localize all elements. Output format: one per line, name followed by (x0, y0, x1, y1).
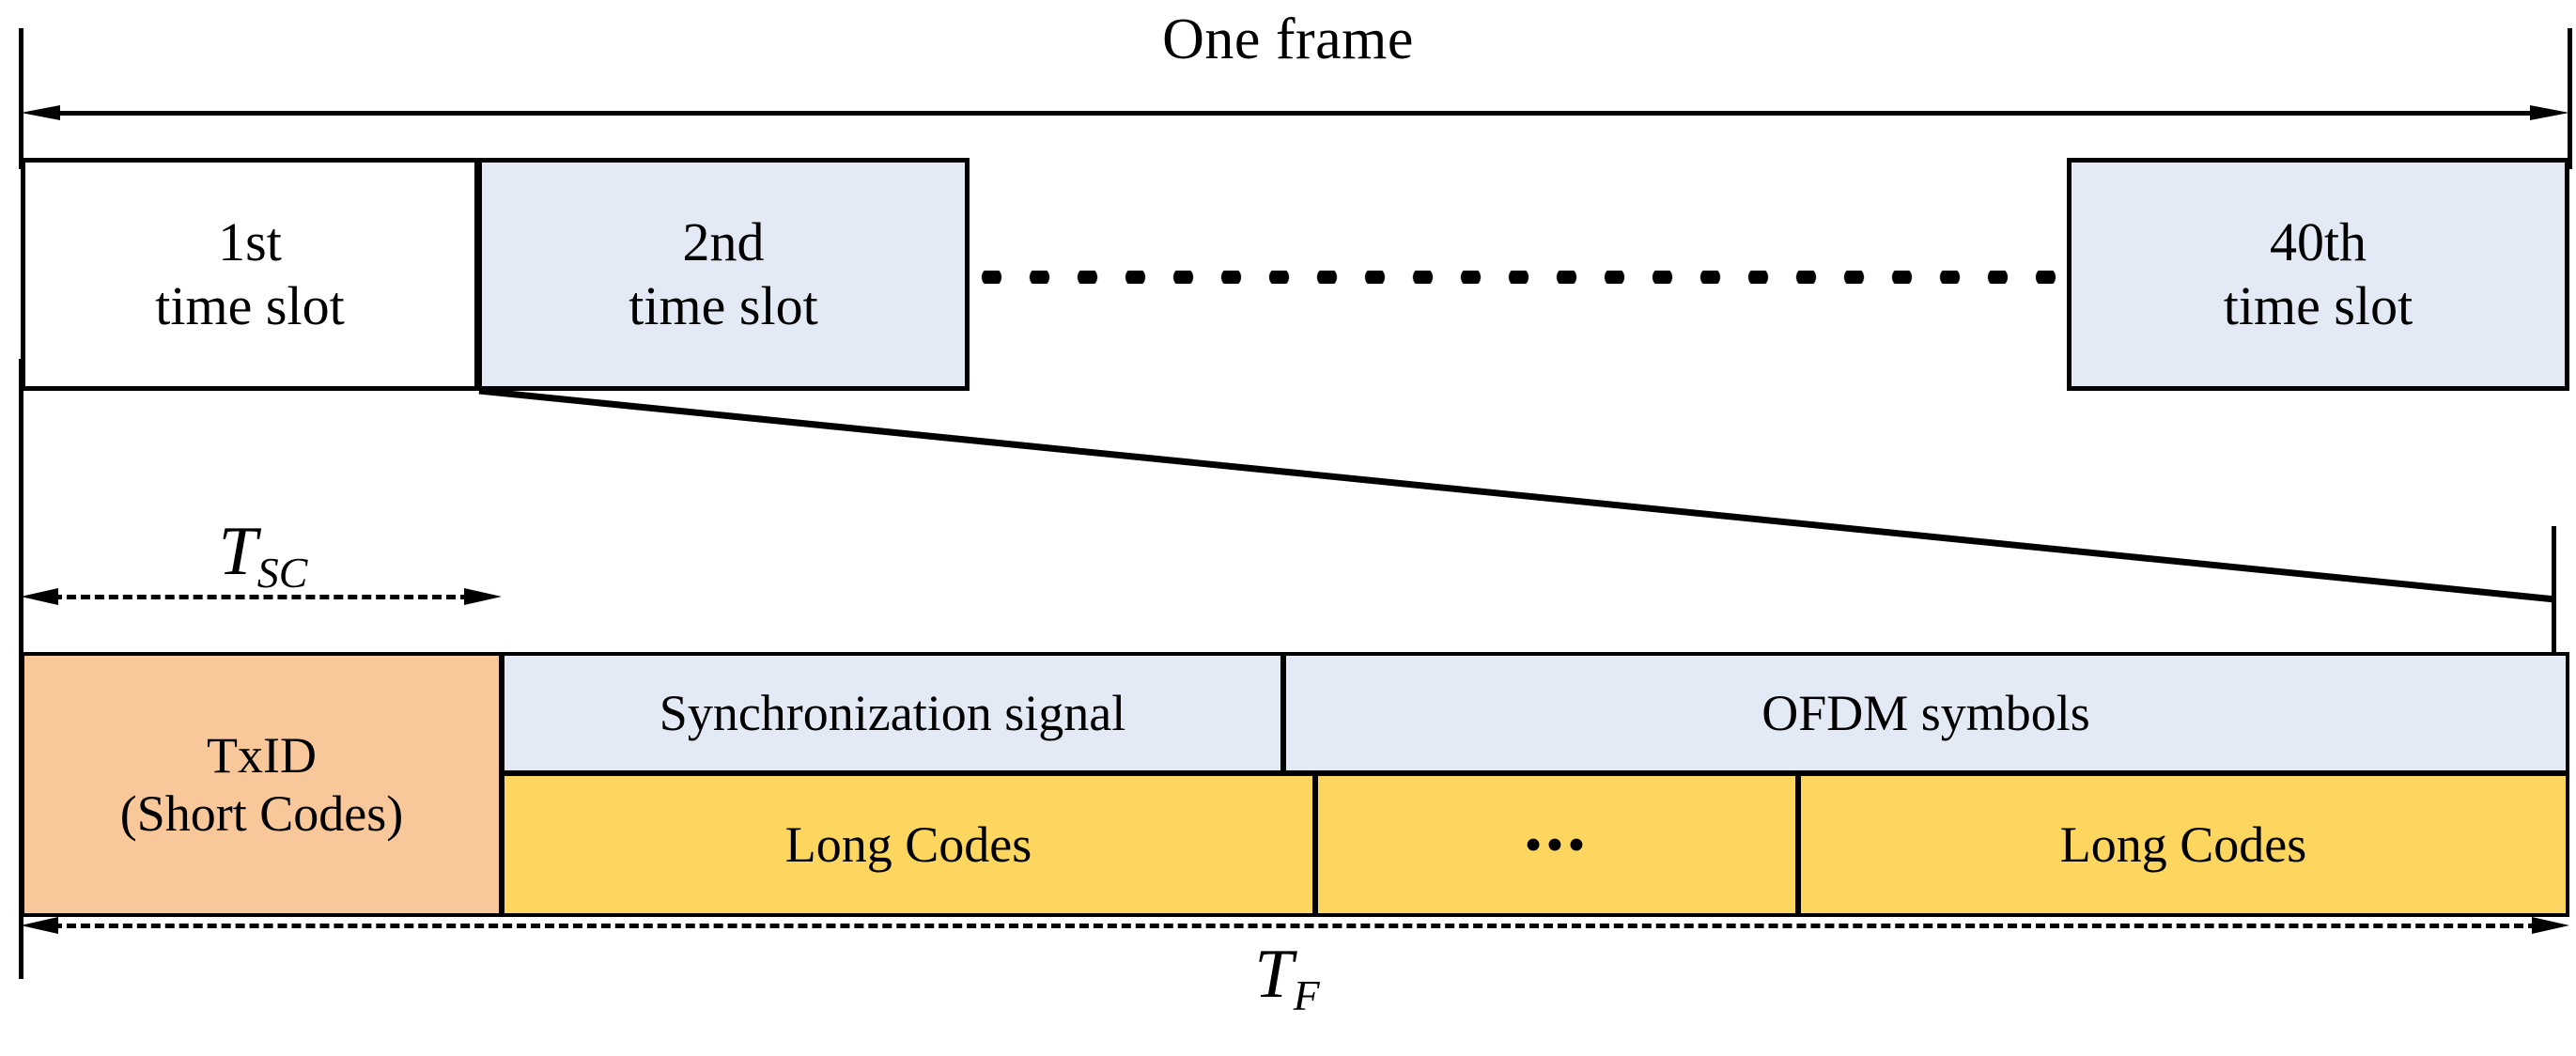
ofdm-symbols-label: OFDM symbols (1761, 684, 2090, 741)
time-slot-2-index: 2nd (682, 210, 765, 272)
time-slot-1: 1st time slot (21, 158, 479, 391)
long-codes-last-label: Long Codes (2059, 815, 2307, 873)
time-slot-1-index: 1st (218, 210, 282, 272)
tf-symbol: T (1254, 936, 1294, 1013)
txid-label-line1: TxID (207, 726, 317, 784)
long-codes-ellipsis-label: ••• (1524, 815, 1590, 873)
detail-cell-long-codes-first: Long Codes (501, 772, 1316, 917)
time-slot-40-label: time slot (2223, 275, 2413, 336)
tsc-measure-arrow (21, 588, 502, 605)
frame-start-tick (19, 28, 23, 169)
time-slot-40-index: 40th (2269, 210, 2367, 272)
tf-measure-arrow (21, 917, 2569, 934)
detail-cell-ofdm-symbols: OFDM symbols (1282, 652, 2569, 774)
frame-end-tick (2568, 28, 2572, 169)
one-frame-span-arrow (21, 105, 2569, 120)
txid-label-line2: (Short Codes) (119, 785, 404, 842)
time-slot-2: 2nd time slot (477, 158, 970, 391)
long-codes-first-label: Long Codes (784, 815, 1032, 873)
tf-arrow-head-left-icon (21, 917, 58, 934)
tsc-arrow-head-left-icon (21, 588, 58, 605)
arrow-head-right-icon (2530, 105, 2569, 120)
tsc-arrow-shaft (53, 595, 470, 599)
tsc-symbol: T (218, 513, 257, 590)
page-title: One frame (1162, 8, 1414, 71)
sync-signal-label: Synchronization signal (659, 684, 1126, 741)
detail-right-guide (2552, 526, 2556, 656)
arrow-shaft (58, 111, 2532, 116)
tf-arrow-head-right-icon (2532, 917, 2569, 934)
time-slot-2-label: time slot (628, 275, 818, 336)
tsc-arrow-head-right-icon (464, 588, 502, 605)
detail-cell-long-codes-ellipsis: ••• (1314, 772, 1799, 917)
tf-label: TF (1146, 935, 1428, 1020)
tf-subscript: F (1293, 971, 1320, 1019)
detail-cell-txid: TxID (Short Codes) (21, 652, 503, 917)
tsc-label: TSC (122, 512, 404, 598)
tsc-subscript: SC (256, 548, 308, 597)
time-slot-40: 40th time slot (2067, 158, 2569, 391)
time-slot-ellipsis-dots (968, 271, 2067, 284)
tf-arrow-shaft (53, 924, 2537, 928)
arrow-head-left-icon (21, 105, 60, 120)
detail-cell-sync-signal: Synchronization signal (501, 652, 1284, 774)
detail-cell-long-codes-last: Long Codes (1797, 772, 2569, 917)
time-slot-1-label: time slot (155, 275, 345, 336)
